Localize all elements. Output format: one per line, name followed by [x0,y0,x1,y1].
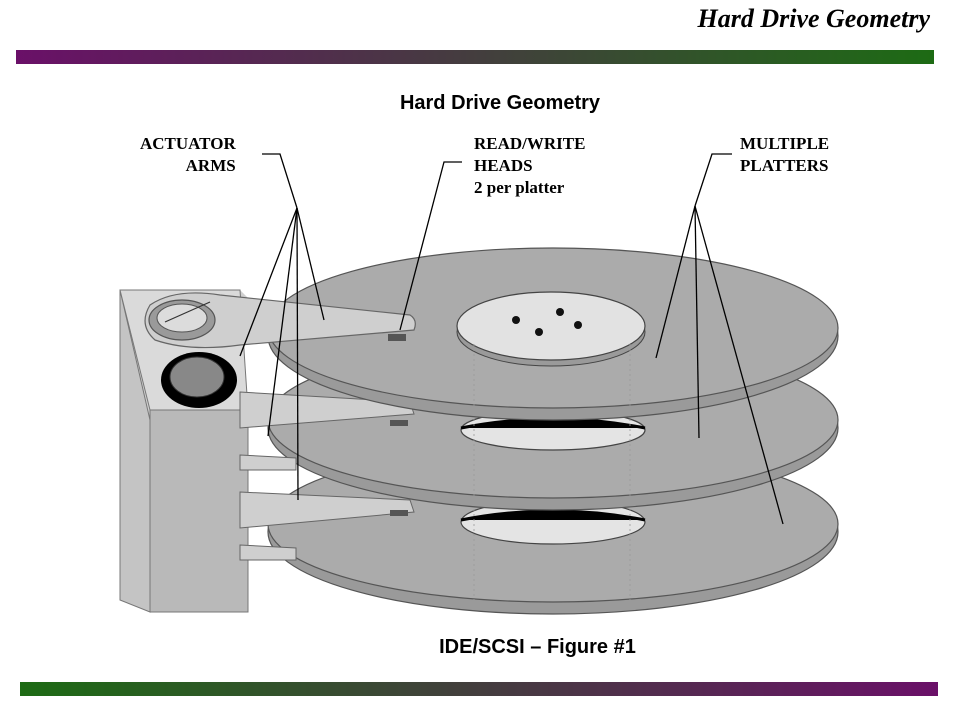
figure-caption: IDE/SCSI – Figure #1 [439,636,636,658]
platters-label-line-2: PLATTERS [740,156,829,175]
top-divider-bar [16,50,934,64]
heads-label-line-1: READ/WRITE [474,134,586,153]
actuator-arm-1 [144,292,416,349]
callout-lines [239,153,784,525]
heads-label-line-2: HEADS [474,156,533,175]
diagram-title: Hard Drive Geometry [399,92,601,114]
actuator-arm-3 [239,491,415,561]
actuator-pivot [161,352,237,408]
multiple-platters-label: MULTIPLE PLATTERS [740,133,829,177]
actuator-arms-label: ACTUATOR ARMS [140,133,236,177]
bottom-divider-bar [20,682,938,696]
slide-title: Hard Drive Geometry [697,4,930,33]
spindle-guides [473,344,631,610]
actuator-label-line-1: ACTUATOR [140,134,236,153]
read-write-heads-label: READ/WRITE HEADS 2 per platter [474,133,585,199]
actuator-label-line-2: ARMS [185,156,236,175]
heads-label-line-3: 2 per platter [474,178,565,197]
platters-label-line-1: MULTIPLE [740,134,830,153]
